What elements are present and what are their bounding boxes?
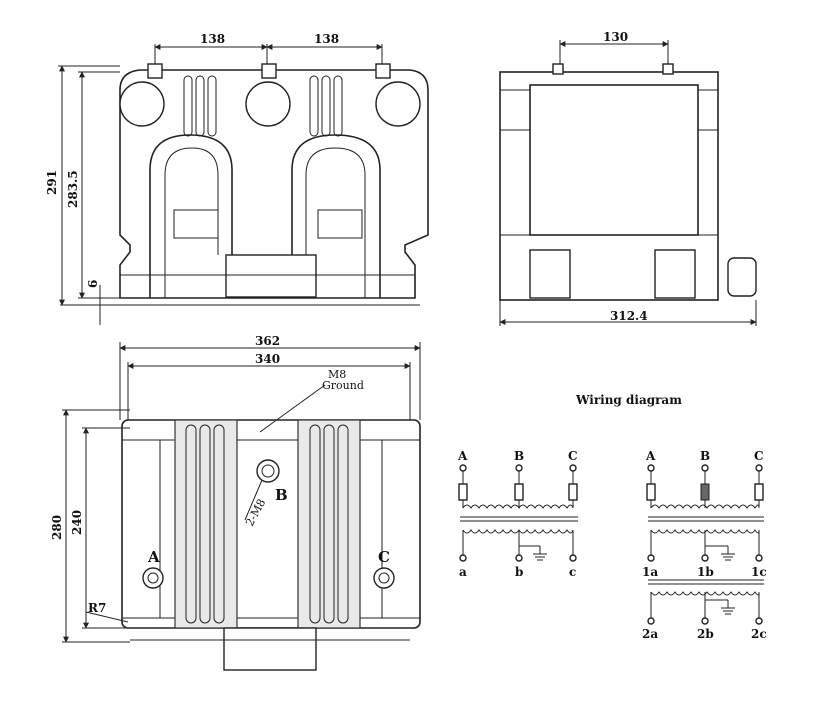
- wr-primary-c: C: [754, 449, 764, 463]
- wr-secondary2-2b: 2b: [697, 627, 714, 641]
- radius-label-r7: R7: [88, 601, 106, 615]
- wiring-left: A B C a: [457, 449, 578, 579]
- ground-label-m8: M8: [328, 368, 346, 381]
- bolt-label-2-m8: 2-M8: [243, 497, 268, 529]
- wr-primary-b: B: [700, 449, 710, 463]
- wl-secondary-a: a: [459, 565, 467, 579]
- wl-secondary-b: b: [515, 565, 523, 579]
- wiring-diagram-title: Wiring diagram: [575, 393, 682, 407]
- dim-6: 6: [86, 280, 100, 288]
- side-view: 130 312.4: [499, 30, 757, 326]
- dim-280: 280: [50, 515, 64, 540]
- ground-label: Ground: [322, 379, 364, 392]
- wiring-right: A B C 1a: [642, 449, 767, 641]
- wr-secondary1-1b: 1b: [697, 565, 714, 579]
- wiring-diagram: Wiring diagram A B C: [457, 393, 767, 641]
- dim-138-left: 138: [200, 32, 225, 46]
- wr-secondary1-1a: 1a: [642, 565, 658, 579]
- wr-primary-a: A: [645, 449, 656, 463]
- wr-secondary2-2a: 2a: [642, 627, 658, 641]
- top-view: 362 340 280 240 M8 Ground: [50, 334, 421, 671]
- front-view: 138 138 291 283.5 6: [45, 32, 429, 325]
- dim-240: 240: [70, 510, 84, 535]
- terminal-b-label: B: [275, 486, 288, 504]
- terminal-c-label: C: [378, 548, 390, 566]
- wr-secondary2-2c: 2c: [751, 627, 767, 641]
- dim-130: 130: [603, 30, 628, 44]
- dim-138-right: 138: [314, 32, 339, 46]
- terminal-a-label: A: [147, 548, 160, 566]
- dim-291: 291: [45, 170, 59, 195]
- wl-primary-a: A: [457, 449, 468, 463]
- dim-312-4: 312.4: [610, 309, 648, 323]
- dim-362: 362: [255, 334, 280, 348]
- wl-primary-b: B: [514, 449, 524, 463]
- wl-primary-c: C: [568, 449, 578, 463]
- wl-secondary-c: c: [569, 565, 576, 579]
- dim-283-5: 283.5: [66, 170, 80, 208]
- dim-340: 340: [255, 352, 280, 366]
- wr-secondary1-1c: 1c: [751, 565, 767, 579]
